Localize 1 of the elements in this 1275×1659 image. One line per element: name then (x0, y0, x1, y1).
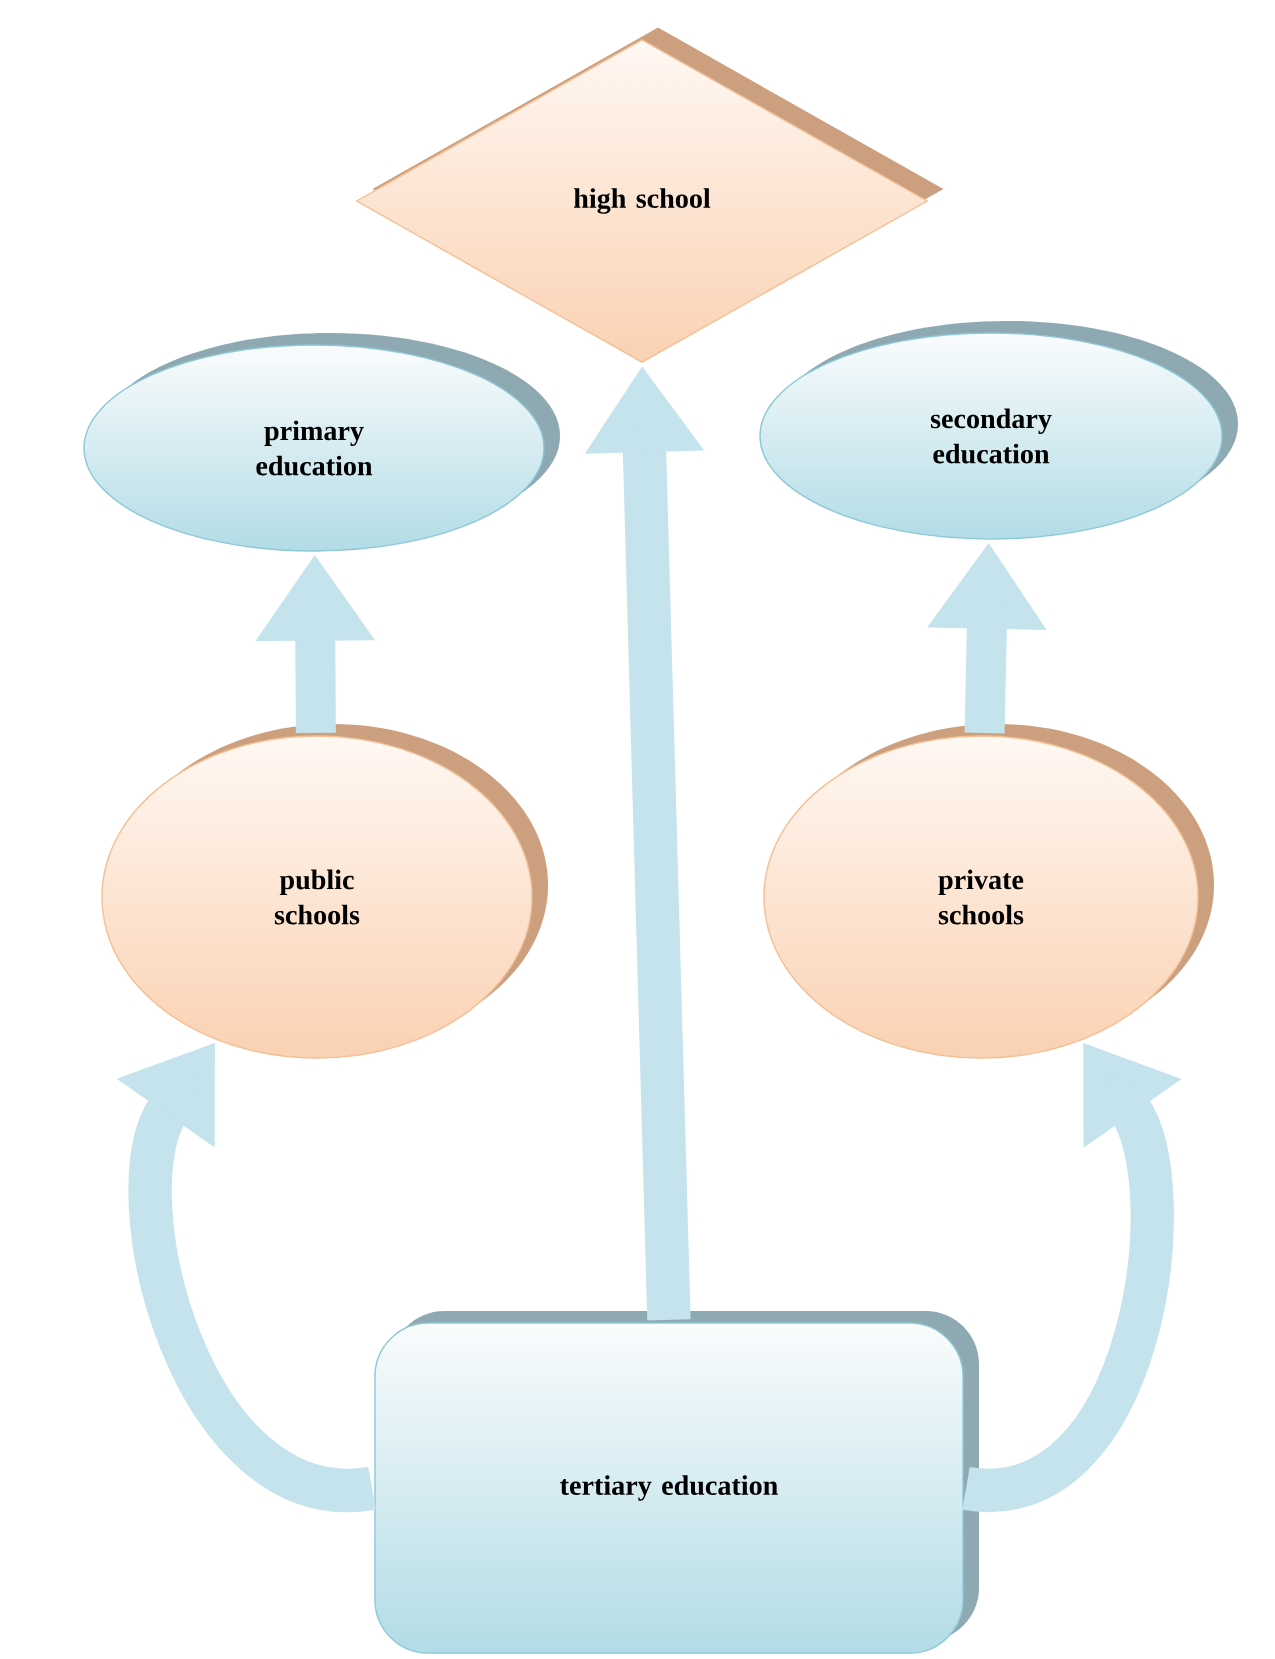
process-box: tertiary education (374, 1311, 979, 1654)
